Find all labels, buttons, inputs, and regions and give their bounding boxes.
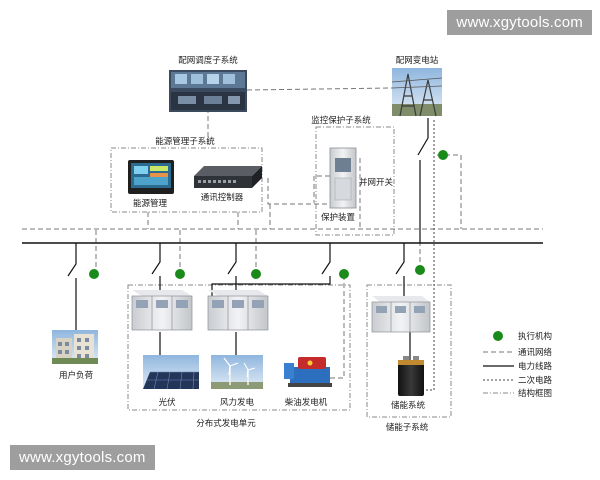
actuator-wind (251, 269, 261, 279)
distributed-unit-label: 分布式发电单元 (196, 418, 256, 429)
protection-cabinet (329, 147, 357, 209)
watermark-bottom: www.xgytools.com (10, 445, 155, 470)
comm-network-lines (22, 87, 543, 379)
legend: 执行机构 通讯网络 电力线路 二次电路 结构框图 (483, 331, 553, 399)
monitor-protect-label: 监控保护子系统 (311, 115, 371, 126)
battery (398, 356, 424, 396)
storage-cabinets (371, 296, 431, 333)
monitor-panel (128, 160, 174, 194)
secondary-circuit-lines (426, 120, 435, 391)
legend-actuator-label: 执行机构 (518, 331, 552, 342)
legend-frame-label: 结构框图 (518, 388, 552, 399)
switchgear-cabinets-right (207, 290, 269, 331)
user-load-label: 用户负荷 (59, 370, 94, 381)
legend-comm-label: 通讯网络 (518, 347, 553, 358)
comm-controller-label: 通讯控制器 (201, 192, 244, 203)
legend-power-label: 电力线路 (518, 361, 553, 372)
diesel-generator-photo (284, 357, 332, 387)
structure-frames (110, 126, 452, 418)
diesel-label: 柴油发电机 (285, 397, 328, 408)
storage-label: 储能系统 (391, 400, 426, 411)
protection-label: 保护装置 (321, 212, 356, 223)
legend-actuator-symbol (493, 331, 503, 341)
actuator-substation (438, 150, 448, 160)
legend-secondary-label: 二次电路 (518, 375, 553, 386)
substation-label: 配网变电站 (396, 55, 439, 66)
monitor-protect-frame (315, 126, 395, 236)
solar-panel-photo (143, 355, 199, 390)
switchgear-cabinets-left (131, 290, 193, 331)
storage-subsystem-label: 储能子系统 (386, 422, 429, 433)
energy-mgmt-group-label: 能源管理子系统 (155, 136, 215, 147)
network-switch (194, 166, 262, 188)
grid-switch-label: 并网开关 (359, 177, 394, 188)
actuator-diesel (339, 269, 349, 279)
actuators (89, 150, 448, 279)
watermark-top: www.xgytools.com (447, 10, 592, 35)
substation-photo (391, 68, 443, 117)
building-photo (52, 330, 98, 364)
distributed-unit-frame (127, 284, 351, 411)
wind-turbine-photo (211, 355, 263, 389)
energy-mgmt-frame (110, 147, 263, 213)
wind-label: 风力发电 (220, 397, 255, 408)
actuator-storage (415, 265, 425, 275)
energy-mgmt-label: 能源管理 (133, 198, 168, 209)
control-room-photo (169, 70, 247, 112)
node-labels: 配网调度子系统 配网变电站 能源管理子系统 能源管理 通讯控制器 监控保护子系统… (59, 55, 439, 433)
storage-subsystem-frame (366, 284, 452, 418)
actuator-pv (175, 269, 185, 279)
dispatch-label: 配网调度子系统 (178, 55, 238, 66)
pv-label: 光伏 (158, 397, 176, 408)
actuator-user-load (89, 269, 99, 279)
power-lines (22, 118, 543, 360)
